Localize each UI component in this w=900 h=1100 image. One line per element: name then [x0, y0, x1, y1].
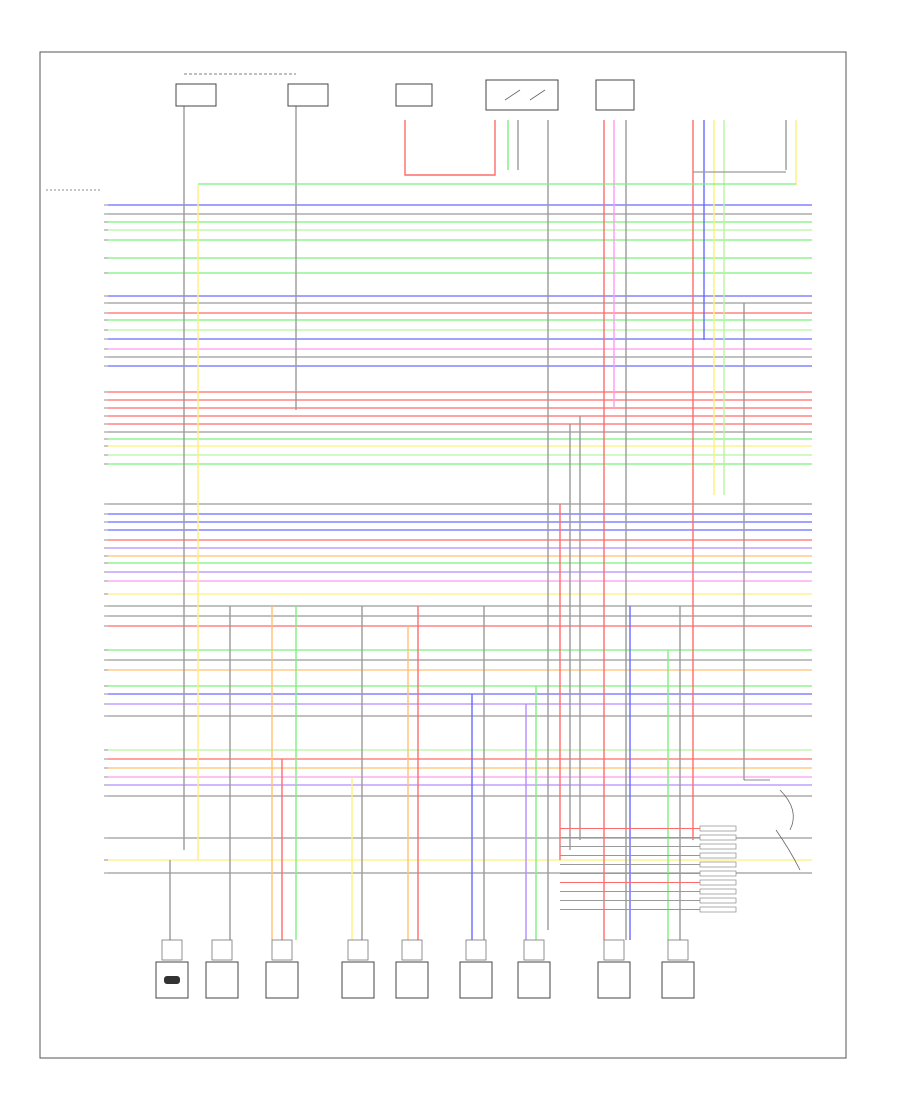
purge-valve	[517, 939, 551, 999]
air-temp-sensor-connector	[211, 939, 233, 961]
air-temp-sensor-body	[205, 961, 239, 999]
fuse-a-box	[175, 83, 217, 107]
top-components	[175, 79, 635, 111]
purge-valve-body	[517, 961, 551, 999]
vertical-wires	[169, 105, 797, 940]
terminal-7	[699, 879, 737, 886]
oxygen-sensor-b-connector	[667, 939, 689, 961]
idle-control-a-symbol	[779, 789, 794, 831]
throttle-sensor-connector	[271, 939, 293, 961]
oxygen-sensor-a-connector	[603, 939, 625, 961]
idle-control-b-symbol	[775, 829, 801, 871]
fuse-b-box	[287, 83, 329, 107]
purge-valve-connector	[523, 939, 545, 961]
right-components	[560, 779, 801, 913]
terminal-10	[699, 906, 737, 913]
fuse-c-box	[395, 83, 433, 107]
throttle-sensor-body	[265, 961, 299, 999]
air-temp-sensor	[205, 939, 239, 999]
terminal-6	[699, 870, 737, 877]
terminal-4	[699, 852, 737, 859]
knock-sensor-element	[164, 976, 180, 984]
terminal-9	[699, 897, 737, 904]
fuel-sensor-connector	[401, 939, 423, 961]
coolant-sensor	[341, 939, 375, 999]
top-links	[184, 73, 796, 185]
oxygen-sensor-a	[597, 939, 631, 999]
relay-contact	[504, 89, 521, 101]
terminal-8	[699, 888, 737, 895]
knock-sensor	[155, 939, 189, 999]
fuel-sensor	[395, 939, 429, 999]
sensor-pair-box	[595, 79, 635, 111]
terminal-block	[560, 825, 737, 913]
relay-contact-2	[529, 89, 546, 101]
pressure-sensor-connector	[465, 939, 487, 961]
throttle-sensor	[265, 939, 299, 999]
bottom-components	[155, 939, 695, 999]
knock-sensor-connector	[161, 939, 183, 961]
terminal-2	[699, 834, 737, 841]
loop-red-fuse-c	[404, 120, 496, 176]
oxygen-sensor-b-body	[661, 961, 695, 999]
pressure-sensor-body	[459, 961, 493, 999]
oxygen-sensor-b	[661, 939, 695, 999]
terminal-5	[699, 861, 737, 868]
terminal-1	[699, 825, 737, 832]
fuel-sensor-body	[395, 961, 429, 999]
coolant-sensor-body	[341, 961, 375, 999]
relay-box	[485, 79, 559, 111]
pressure-sensor	[459, 939, 493, 999]
diagram-frame	[39, 51, 847, 1059]
oxygen-sensor-a-body	[597, 961, 631, 999]
terminal-3	[699, 843, 737, 850]
coolant-sensor-connector	[347, 939, 369, 961]
harness-wires	[104, 204, 812, 874]
